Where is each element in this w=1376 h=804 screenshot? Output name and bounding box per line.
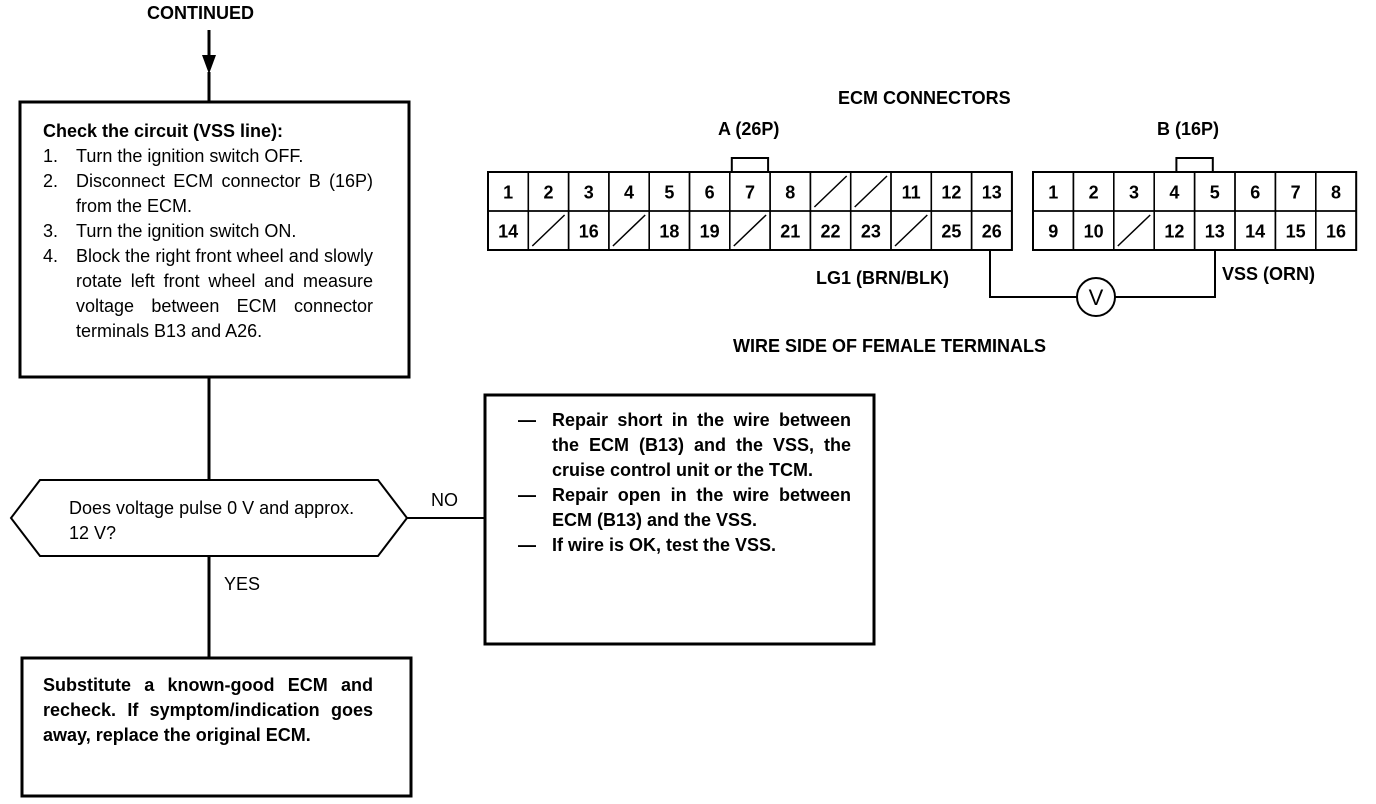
connector-a-pin-label: 14 [498, 222, 518, 242]
no-label: NO [431, 490, 458, 510]
connector-b-pin-label: 7 [1291, 183, 1301, 203]
decision-hexagon [9, 479, 409, 557]
connector-a-cell [970, 210, 1013, 251]
connector-b-pin-label: 15 [1286, 222, 1306, 242]
check-step-2: 2.Disconnect ECM connector B (16P) from … [43, 171, 373, 216]
continued-label: CONTINUED [147, 3, 254, 23]
connector-a-pin-label: 3 [584, 183, 594, 203]
meter-wire-a26 [989, 250, 1077, 298]
repair-item-2: —Repair open in the wire between ECM (B1… [518, 485, 851, 530]
connector-a-unused-terminal [612, 214, 646, 247]
connector-b-pin-label: 10 [1084, 222, 1104, 242]
connector-a-pin-label: 12 [941, 183, 961, 203]
check-step-4: 4.Block the right front wheel and slowly… [43, 246, 373, 341]
connector-b-pin-label: 13 [1205, 222, 1225, 242]
connector-b-label: B (16P) [1157, 119, 1220, 139]
flow-arrow-down [202, 55, 216, 74]
meter-wire-b13 [1115, 250, 1216, 298]
connector-a-unused-terminal [813, 175, 848, 208]
substitute-text: Substitute a known-good ECM and recheck.… [43, 675, 373, 745]
connector-a-pin-label: 19 [700, 222, 720, 242]
connector-b-pin-label: 2 [1089, 183, 1099, 203]
wire-side-footer: WIRE SIDE OF FEMALE TERMINALS [733, 336, 1046, 356]
connector-a-pin-label: 21 [780, 222, 800, 242]
repair-item-1: —Repair short in the wire between the EC… [518, 410, 851, 480]
connector-b-pin-label: 6 [1250, 183, 1260, 203]
connector-b-pin-label: 3 [1129, 183, 1139, 203]
connector-a-pin-label: 2 [543, 183, 553, 203]
voltmeter-symbol: V [1089, 285, 1104, 310]
check-step-3: 3.Turn the ignition switch ON. [43, 221, 297, 241]
repair-box [483, 393, 876, 646]
connector-b-cell [1315, 210, 1357, 251]
check-step-1: 1.Turn the ignition switch OFF. [43, 146, 304, 166]
connector-b-pin-label: 4 [1169, 183, 1179, 203]
voltmeter-icon [1076, 277, 1116, 317]
connector-a-pin-label: 23 [861, 222, 881, 242]
vss-wire-label: VSS (ORN) [1222, 264, 1316, 284]
connector-a-pin-label: 1 [503, 183, 513, 203]
connector-a-unused-terminal [531, 214, 566, 247]
connector-a-unused-terminal [854, 175, 888, 208]
check-circuit-steps: 1.Turn the ignition switch OFF. 2.Discon… [43, 144, 373, 344]
connector-b-pin-label: 16 [1326, 222, 1346, 242]
ecm-connectors-title: ECM CONNECTORS [838, 88, 1011, 108]
connector-a-pin-label: 13 [982, 183, 1002, 203]
lg1-wire-label: LG1 (BRN/BLK) [816, 268, 949, 288]
connector-b-pin-label: 5 [1210, 183, 1220, 203]
connector-a-label: A (26P) [718, 119, 780, 139]
connector-a-pin-label: 26 [982, 222, 1002, 242]
connector-a-pin-label: 25 [941, 222, 961, 242]
connector-a-pin-label: 11 [902, 183, 921, 203]
repair-item-3: —If wire is OK, test the VSS. [518, 535, 777, 555]
connector-b-lock-tab [1175, 157, 1214, 172]
connector-b-pin-label: 12 [1164, 222, 1184, 242]
connector-a-pin-label: 8 [785, 183, 795, 203]
connector-a-pin-label: 5 [664, 183, 674, 203]
connector-a-lock-tab [730, 157, 770, 172]
repair-text: —Repair short in the wire between the EC… [518, 408, 851, 558]
connector-a-unused-terminal [733, 214, 767, 247]
substitute-box [20, 656, 413, 798]
connector-a-pin-label: 16 [579, 222, 599, 242]
connector-a-pin-label: 18 [659, 222, 679, 242]
decision-text: Does voltage pulse 0 V and approx. 12 V? [69, 498, 355, 543]
repair-list: —Repair short in the wire between the EC… [518, 408, 851, 558]
connector-b-pin-label: 8 [1331, 183, 1341, 203]
connector-a-pin-label: 6 [705, 183, 715, 203]
check-circuit-title: Check the circuit (VSS line): [43, 121, 284, 141]
connector-b-pin-label: 9 [1048, 222, 1058, 242]
connector-b-pin-label: 14 [1245, 222, 1265, 242]
connector-a-pin-label: 4 [624, 183, 634, 203]
connector-b-pin-label: 1 [1048, 183, 1058, 203]
check-circuit-text: Check the circuit (VSS line): 1.Turn the… [43, 119, 373, 344]
connector-a-pin-label: 7 [745, 183, 755, 203]
connector-a-pin-label: 22 [821, 222, 841, 242]
connector-b-unused-terminal [1117, 214, 1151, 247]
connector-a-unused-terminal [894, 214, 928, 247]
check-circuit-box [18, 100, 411, 379]
yes-label: YES [224, 574, 261, 594]
